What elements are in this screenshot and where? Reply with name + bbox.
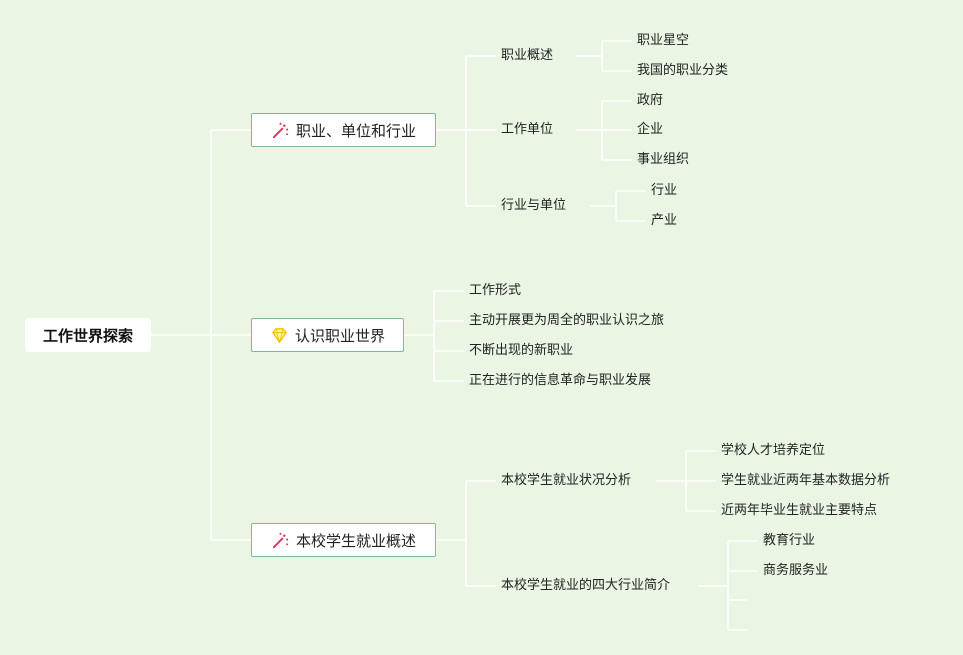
subtopic[interactable]: 主动开展更为周全的职业认识之旅 <box>469 313 665 328</box>
leaf-topic[interactable]: 企业 <box>637 122 664 137</box>
subtopic-occupation-overview[interactable]: 职业概述 <box>501 48 554 63</box>
branch-label: 职业、单位和行业 <box>295 121 416 140</box>
subtopic[interactable]: 正在进行的信息革命与职业发展 <box>469 373 652 388</box>
leaf-topic[interactable]: 教育行业 <box>763 533 816 548</box>
subtopic[interactable]: 工作形式 <box>469 283 522 298</box>
leaf-topic[interactable]: 学生就业近两年基本数据分析 <box>721 473 891 488</box>
leaf-topic[interactable]: 事业组织 <box>637 152 690 167</box>
leaf-topic[interactable]: 学校人才培养定位 <box>721 443 826 458</box>
diamond-icon <box>272 327 287 344</box>
leaf-topic[interactable]: 产业 <box>651 213 678 228</box>
subtopic[interactable]: 不断出现的新职业 <box>469 343 574 358</box>
leaf-topic[interactable]: 职业星空 <box>637 33 690 48</box>
leaf-topic[interactable]: 商务服务业 <box>763 563 829 578</box>
subtopic-four-industries[interactable]: 本校学生就业的四大行业简介 <box>501 578 671 593</box>
branch-topic-occupation[interactable]: 职业、单位和行业 <box>251 113 436 147</box>
magic-wand-icon <box>272 532 289 548</box>
branch-label: 认识职业世界 <box>294 326 385 345</box>
leaf-topic[interactable]: 我国的职业分类 <box>637 63 729 78</box>
subtopic-employment-analysis[interactable]: 本校学生就业状况分析 <box>501 473 632 488</box>
branch-topic-know-world[interactable]: 认识职业世界 <box>251 318 404 352</box>
subtopic-work-unit[interactable]: 工作单位 <box>501 122 554 137</box>
leaf-topic[interactable]: 行业 <box>651 183 678 198</box>
branch-topic-employment[interactable]: 本校学生就业概述 <box>251 523 436 557</box>
branch-label: 本校学生就业概述 <box>295 531 416 550</box>
subtopic-industry-and-unit[interactable]: 行业与单位 <box>501 198 567 213</box>
leaf-topic[interactable]: 近两年毕业生就业主要特点 <box>721 503 878 518</box>
magic-wand-icon <box>272 122 289 138</box>
root-topic[interactable]: 工作世界探索 <box>25 318 151 352</box>
leaf-topic[interactable]: 政府 <box>637 93 664 108</box>
